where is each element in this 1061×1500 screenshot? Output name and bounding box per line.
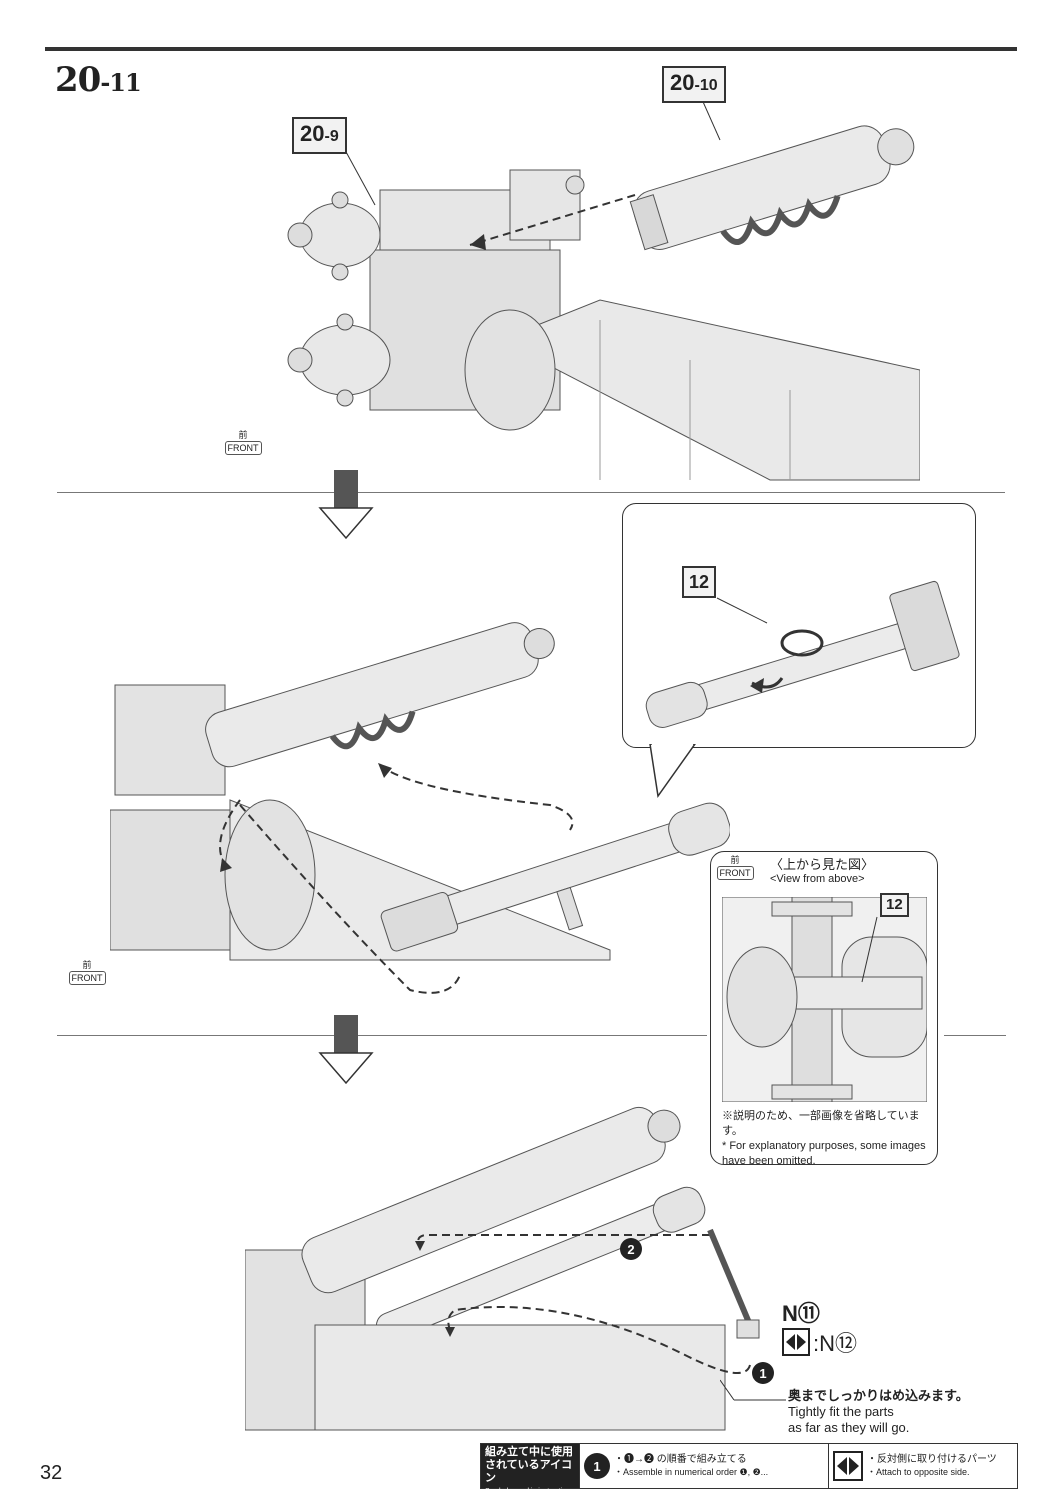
section-divider-1	[57, 492, 1005, 493]
section-divider-2	[57, 1035, 707, 1036]
opposite-side-icon	[833, 1451, 863, 1481]
view-from-above-label: 〈上から見た図〉 <View from above>	[770, 857, 875, 885]
section-divider-2b	[944, 1035, 1006, 1036]
section2-illustration	[110, 622, 730, 994]
sequence-badge-2: 2	[620, 1238, 642, 1260]
section1-illustration	[287, 94, 920, 481]
opposite-side-icon	[782, 1328, 810, 1356]
page-number: 32	[40, 1462, 63, 1484]
legend-opposite-cell: ・反対側に取り付けるパーツ ・Attach to opposite side.	[828, 1444, 1017, 1488]
top-rule	[45, 47, 1017, 51]
top-view-illustration	[722, 897, 927, 1102]
part-tag-12-top-view: 12	[880, 893, 909, 917]
front-orientation-icon: 前 FRONT	[714, 855, 756, 880]
step-title: 20-11	[55, 60, 142, 100]
sequence-number-icon: 1	[584, 1453, 610, 1479]
icon-legend: 組み立て中に使用 されているアイコン Symbols used in instr…	[480, 1443, 1018, 1495]
nozzle-label-n11: N⑪	[782, 1301, 820, 1326]
sequence-badge-1: 1	[752, 1362, 774, 1384]
detail-callout-illustration	[645, 580, 960, 728]
part-tag-20-10: 20-10	[662, 66, 726, 103]
down-arrow-icon	[318, 470, 374, 540]
legend-order-cell: 1 ・❶→❷ の順番で組み立てる ・Assemble in numerical …	[579, 1444, 828, 1488]
legend-title: 組み立て中に使用 されているアイコン Symbols used in instr…	[481, 1444, 579, 1495]
omission-note: ※説明のため、一部画像を省略しています。 * For explanatory p…	[722, 1110, 926, 1167]
fit-note-leader	[720, 1379, 786, 1401]
part-tag-20-9: 20-9	[292, 117, 347, 154]
part-tag-12: 12	[682, 566, 717, 598]
nozzle-label-n12: :N⑫	[782, 1326, 857, 1358]
down-arrow-icon	[318, 1015, 374, 1085]
front-orientation-icon: 前 FRONT	[66, 960, 108, 985]
fit-note: 奥までしっかりはめ込みます。 Tightly fit the parts as …	[788, 1388, 969, 1435]
callout-pointer	[649, 744, 696, 798]
section3-illustration	[245, 1106, 760, 1431]
front-orientation-icon: 前 FRONT	[222, 430, 264, 455]
